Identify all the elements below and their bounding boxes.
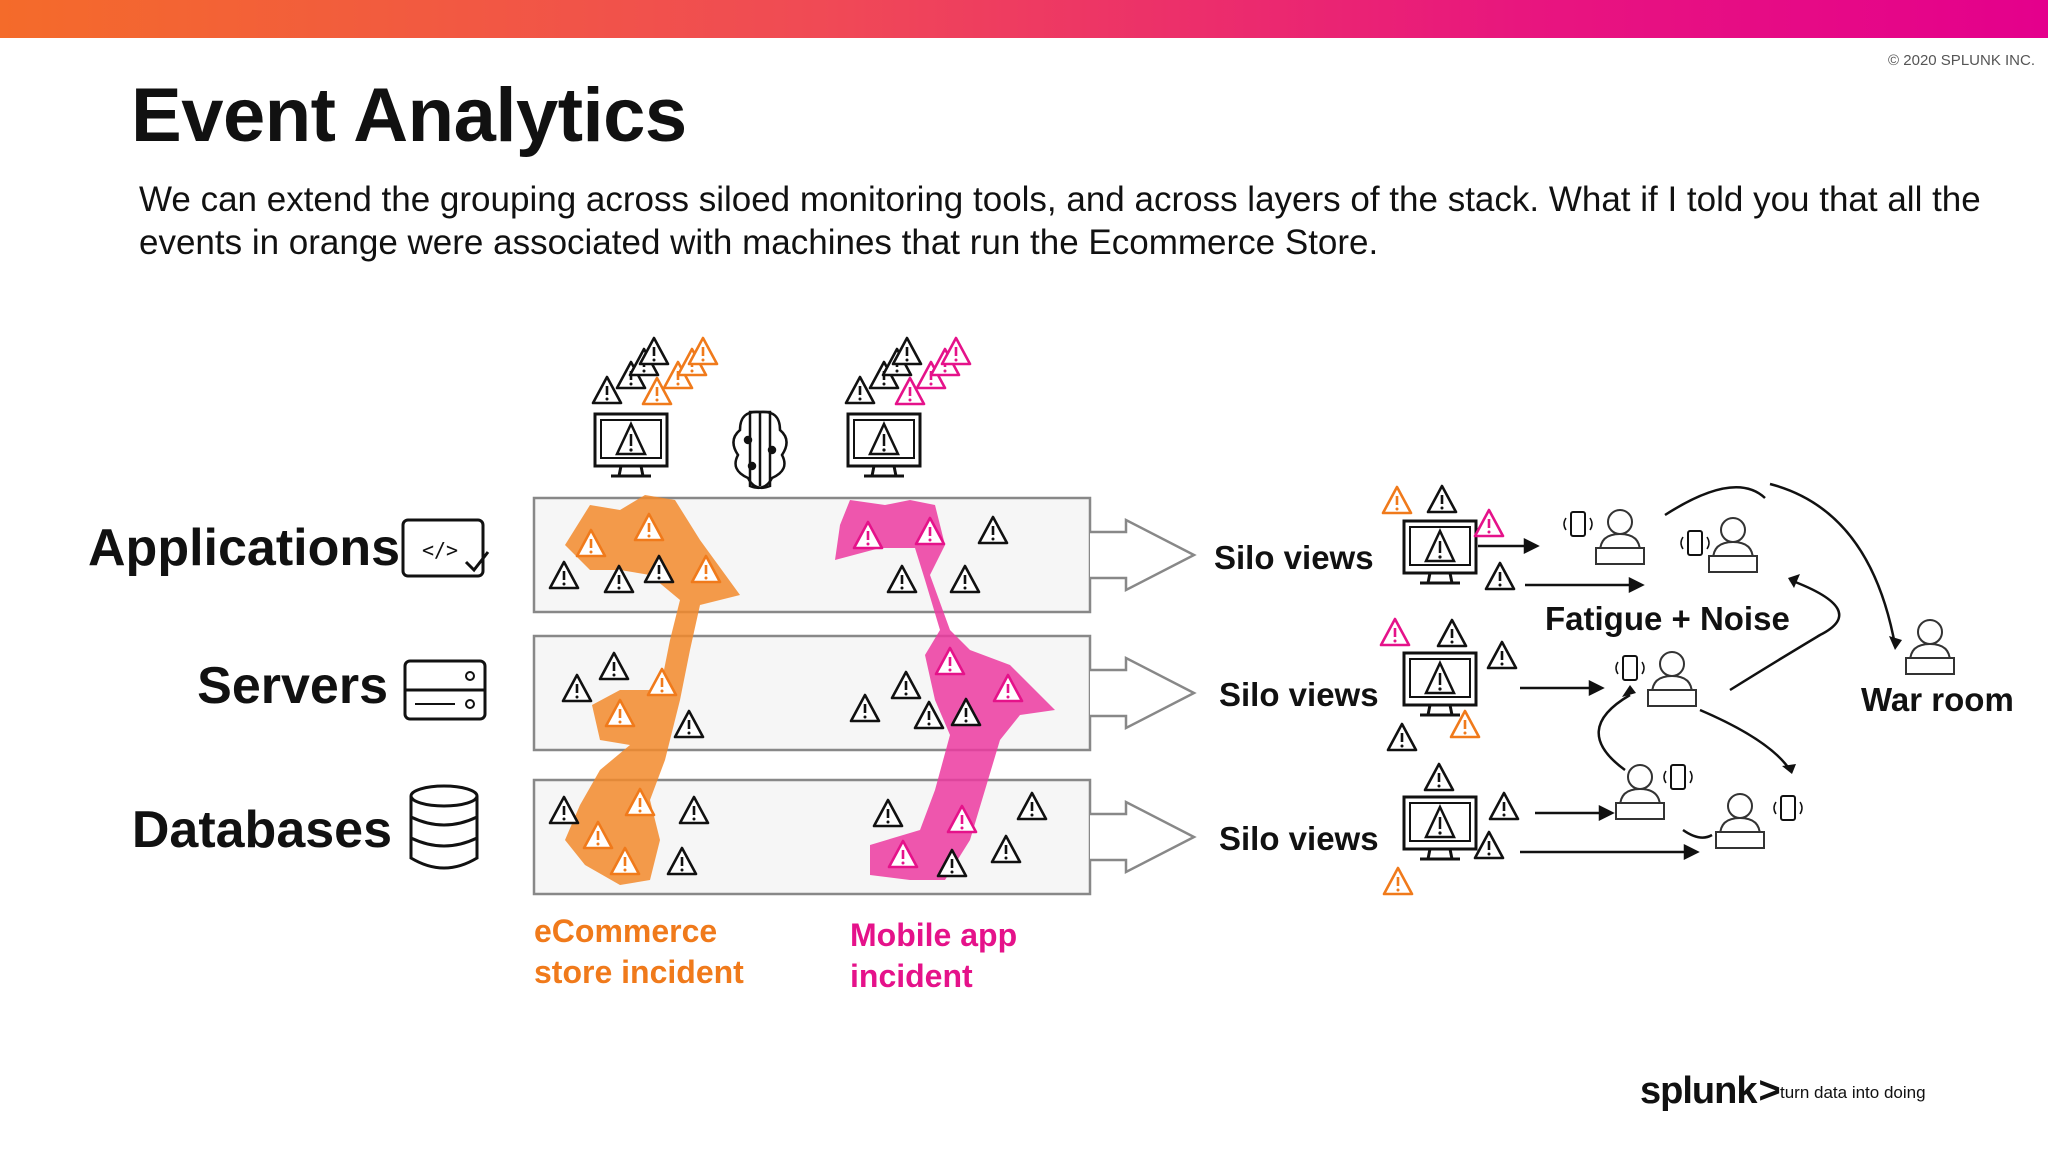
top-gradient-bar: [0, 0, 2048, 38]
silo-label-servers: Silo views: [1219, 676, 1379, 713]
slide-title: Event Analytics: [131, 73, 687, 158]
ecommerce-incident-line1: eCommerce: [534, 913, 718, 949]
operator-mid-icon: [1615, 651, 1697, 707]
layer-label-servers: Servers: [197, 657, 388, 715]
war-room-person-icon: [1905, 619, 1955, 675]
operator-db-left-icon: [1615, 764, 1693, 820]
splunk-logo: splunk>: [1640, 1070, 1781, 1113]
mobile-incident-label: Mobile app incident: [850, 915, 1017, 997]
code-window-icon: </>: [401, 518, 490, 578]
monitor-right-icon: [846, 412, 922, 478]
war-room-label: War room: [1861, 681, 2014, 718]
operator-top-right-icon: [1680, 517, 1758, 573]
layer-label-databases: Databases: [131, 801, 392, 859]
splunk-logo-text: splunk: [1640, 1070, 1757, 1112]
mobile-incident-line1: Mobile app: [850, 917, 1018, 953]
database-icon: [409, 784, 479, 870]
splunk-tagline: turn data into doing: [1780, 1083, 1926, 1102]
silo-monitor-top-icon: [1402, 519, 1478, 585]
copyright: © 2020 SPLUNK INC.: [1888, 52, 2035, 69]
ecommerce-incident-label: eCommerce store incident: [534, 911, 744, 993]
escalation-arrows: [1597, 482, 1897, 839]
operator-db-right-icon: [1715, 793, 1803, 849]
monitor-left-icon: [593, 412, 669, 478]
silo-label-applications: Silo views: [1214, 539, 1374, 576]
svg-text:</>: </>: [422, 538, 458, 562]
brain-icon: [732, 410, 788, 489]
silo-monitor-bottom-icon: [1402, 795, 1478, 861]
silo-label-databases: Silo views: [1219, 820, 1379, 857]
server-icon: [403, 659, 487, 721]
slide-subtitle: We can extend the grouping across siloed…: [139, 180, 1981, 262]
splunk-chevron-icon: >: [1758, 1070, 1780, 1112]
mobile-incident-line2: incident: [850, 958, 973, 994]
fatigue-noise-label: Fatigue + Noise: [1545, 600, 1790, 637]
silo-monitor-mid-icon: [1402, 651, 1478, 717]
operator-top-left-icon: [1563, 509, 1645, 565]
layer-label-applications: Applications: [88, 519, 401, 577]
flow-arrows: [1478, 537, 1700, 861]
ecommerce-incident-line2: store incident: [534, 954, 744, 990]
mobile-incident-region: [835, 500, 1055, 880]
escalation-arrowheads: [1622, 574, 1902, 774]
